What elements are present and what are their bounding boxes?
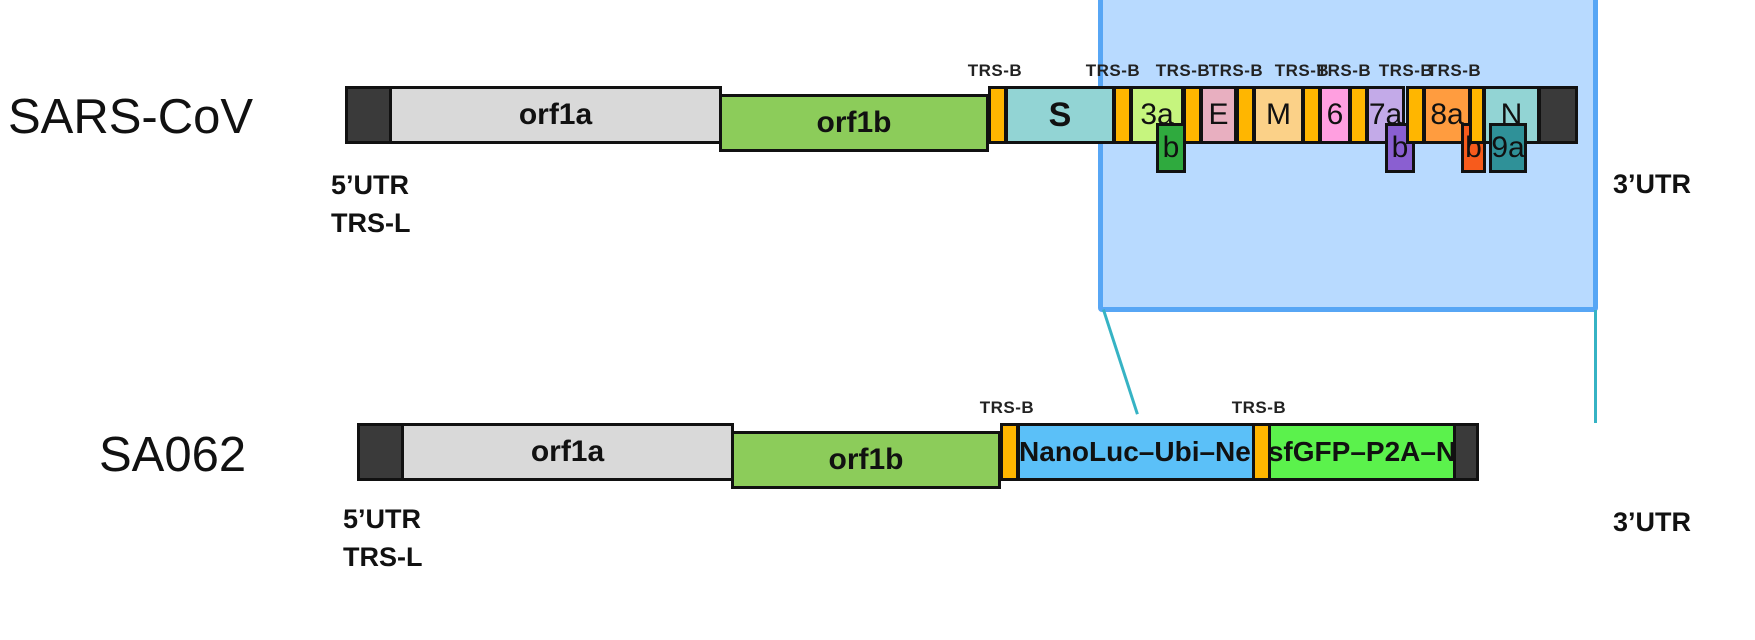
genome-label-sars-cov: SARS-CoV [8, 90, 254, 144]
trs-b-label-2: TRS-B [1085, 61, 1141, 80]
trs-b-label-3: TRS-B [1155, 61, 1211, 80]
gene-orf1b-sa062: orf1b [731, 431, 1001, 489]
trs-b-label-8: TRS-B [1426, 61, 1482, 80]
gene-orf1b-sars: orf1b [719, 94, 989, 152]
gene-orf8a-label: 8a [1430, 98, 1464, 131]
gene-n-label: N [1500, 98, 1523, 131]
gene-sfgfp-label: sfGFP–P2A–N [1267, 436, 1457, 467]
gene-orf6-label: 6 [1326, 98, 1344, 131]
utr3-cap-sa062 [1453, 423, 1479, 481]
gene-orf3b-label: b [1162, 131, 1180, 164]
gene-e-sars: E [1200, 86, 1237, 144]
gene-nanoluc-label: NanoLuc–Ubi–Neo [1019, 436, 1268, 467]
gene-orf9a-label: 9a [1491, 131, 1525, 164]
gene-s-sars: S [1005, 86, 1115, 144]
gene-orf1a-sars: orf1a [389, 86, 722, 144]
annotation-5utr-sa062: 5’UTR [343, 504, 422, 534]
annotation-3utr-sa062: 3’UTR [1613, 507, 1692, 537]
gene-orf9a-sars: 9a [1489, 123, 1527, 173]
gene-nanoluc-ubi-neo: NanoLuc–Ubi–Neo [1017, 423, 1270, 481]
gene-m-label: M [1266, 98, 1291, 131]
gene-orf6-sars: 6 [1319, 86, 1351, 144]
utr3-cap-sars [1538, 86, 1578, 144]
gene-orf1a-label: orf1a [518, 98, 593, 131]
annotation-5utr-sars: 5’UTR [331, 170, 410, 200]
gene-sfgfp-p2a-n: sfGFP–P2A–N [1268, 423, 1456, 481]
gene-s-label: S [1048, 96, 1072, 134]
trs-b-label-sa062-1: TRS-B [979, 398, 1035, 417]
gene-orf7b-label: b [1391, 131, 1409, 164]
trs-b-label-6: TRS-B [1316, 61, 1372, 80]
gene-orf1b-label: orf1b [816, 106, 892, 139]
trs-b-label-7: TRS-B [1378, 61, 1434, 80]
gene-orf1a-label-sa062: orf1a [530, 435, 605, 468]
annotation-3utr-sars: 3’UTR [1613, 169, 1692, 199]
gene-e-label: E [1208, 98, 1229, 131]
trs-b-label-5: TRS-B [1274, 61, 1330, 80]
gene-orf1b-label-sa062: orf1b [828, 443, 904, 476]
utr5-cap-sars [345, 86, 392, 144]
trs-b-label-4: TRS-B [1208, 61, 1264, 80]
trs-b-label-sa062-2: TRS-B [1231, 398, 1287, 417]
annotation-5utr-trsl-sa062: 5’UTR TRS-L [343, 500, 422, 577]
gene-m-sars: M [1253, 86, 1304, 144]
annotation-trsl-sa062: TRS-L [343, 542, 423, 573]
genome-label-sa062: SA062 [99, 428, 247, 482]
gene-orf1a-sa062: orf1a [401, 423, 734, 481]
gene-orf3b-sars: b [1156, 123, 1186, 173]
connector-line-left [1102, 309, 1139, 415]
trs-b-label-1: TRS-B [967, 61, 1023, 80]
utr5-cap-sa062 [357, 423, 404, 481]
annotation-trsl-sars: TRS-L [331, 208, 411, 239]
annotation-5utr-trsl-sars: 5’UTR TRS-L [331, 166, 410, 243]
connector-line-right [1594, 310, 1597, 423]
